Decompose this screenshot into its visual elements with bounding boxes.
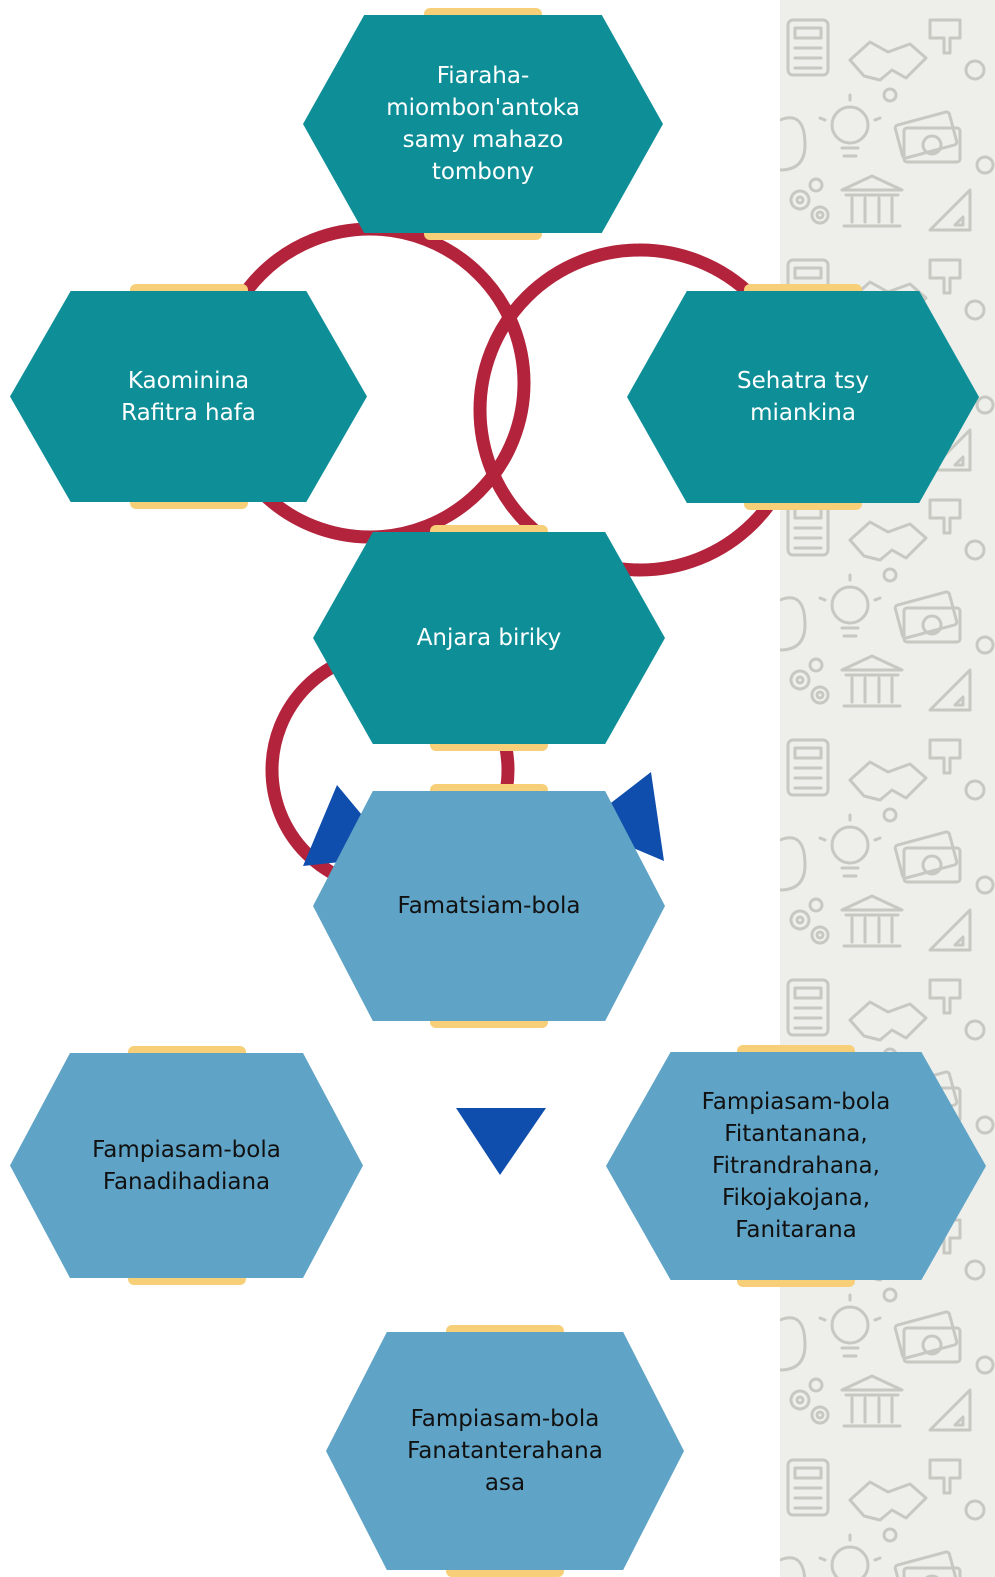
node-funding: Famatsiam-bola — [313, 784, 665, 1028]
node-use-investigation: Fampiasam-bola Fanadihadiana — [10, 1046, 363, 1285]
node-use-bottom-label: Fampiasam-bola Fanatanterahana asa — [407, 1406, 603, 1496]
node-use-left-label: Fampiasam-bola Fanadihadiana — [92, 1136, 281, 1195]
node-left-municipality: Kaominina Rafitra hafa — [10, 284, 367, 509]
icon-pattern-background — [780, 0, 995, 1577]
node-use-implementation: Fampiasam-bola Fanatanterahana asa — [326, 1325, 684, 1577]
arrow-up-right — [581, 772, 664, 861]
node-use-operations: Fampiasam-bola Fitantanana, Fitrandrahan… — [606, 1045, 986, 1287]
node-use-right-label: Fampiasam-bola Fitantanana, Fitrandrahan… — [701, 1089, 891, 1243]
arrow-down — [456, 1108, 546, 1175]
node-top-label: Fiaraha- miombon'antoka samy mahazo tomb… — [386, 63, 580, 185]
node-center-contribution: Anjara biriky — [313, 525, 665, 751]
node-top-partnership: Fiaraha- miombon'antoka samy mahazo tomb… — [303, 8, 663, 240]
node-left-label: Kaominina Rafitra hafa — [121, 367, 256, 426]
node-right-label: Sehatra tsy miankina — [737, 368, 869, 426]
node-right-private-sector: Sehatra tsy miankina — [627, 284, 979, 510]
node-funding-label: Famatsiam-bola — [397, 893, 581, 919]
node-center-label: Anjara biriky — [416, 625, 562, 651]
